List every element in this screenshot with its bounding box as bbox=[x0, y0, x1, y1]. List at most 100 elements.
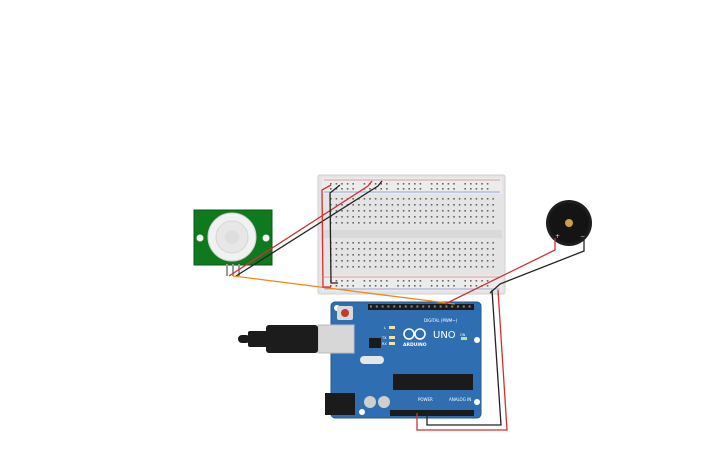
breadboard-hole bbox=[436, 183, 438, 185]
breadboard-hole bbox=[358, 260, 360, 262]
breadboard-hole bbox=[464, 280, 466, 282]
breadboard-hole bbox=[447, 260, 450, 262]
tx-label: TX bbox=[381, 336, 387, 340]
breadboard-hole bbox=[419, 285, 422, 287]
breadboard-hole bbox=[363, 198, 366, 200]
breadboard-hole bbox=[346, 216, 349, 218]
breadboard-hole bbox=[335, 254, 338, 256]
breadboard-hole bbox=[430, 198, 433, 200]
header-pin bbox=[404, 305, 407, 308]
breadboard-hole bbox=[374, 266, 377, 268]
breadboard-hole bbox=[453, 198, 455, 200]
breadboard-hole bbox=[414, 222, 416, 224]
breadboard-hole bbox=[341, 188, 343, 190]
breadboard-hole bbox=[352, 204, 354, 206]
breadboard[interactable] bbox=[317, 174, 506, 295]
breadboard-hole bbox=[453, 210, 455, 212]
breadboard-hole bbox=[475, 266, 478, 268]
breadboard-hole bbox=[391, 210, 394, 212]
breadboard-hole bbox=[369, 216, 371, 218]
breadboard-hole bbox=[475, 285, 478, 287]
breadboard-hole bbox=[436, 285, 438, 287]
breadboard-hole bbox=[330, 285, 332, 287]
breadboard-hole bbox=[402, 216, 405, 218]
usb-cable[interactable] bbox=[238, 325, 318, 353]
breadboard-hole bbox=[492, 222, 494, 224]
breadboard-hole bbox=[386, 188, 388, 190]
breadboard-hole bbox=[352, 266, 354, 268]
breadboard-hole bbox=[374, 242, 377, 244]
breadboard-hole bbox=[402, 248, 405, 250]
breadboard-hole bbox=[374, 248, 377, 250]
breadboard-hole bbox=[425, 204, 427, 206]
arduino-uno[interactable]: UNO ARDUINO DIGITAL (PWM~) POWER ANALOG … bbox=[317, 301, 482, 419]
breadboard-hole bbox=[458, 248, 461, 250]
breadboard-hole bbox=[341, 210, 343, 212]
breadboard-hole bbox=[391, 242, 394, 244]
breadboard-hole bbox=[436, 254, 438, 256]
breadboard-hole bbox=[486, 242, 489, 244]
breadboard-hole bbox=[419, 210, 422, 212]
breadboard-hole bbox=[330, 204, 332, 206]
breadboard-hole bbox=[492, 198, 494, 200]
breadboard-hole bbox=[341, 198, 343, 200]
breadboard-hole bbox=[391, 204, 394, 206]
breadboard-hole bbox=[458, 242, 461, 244]
breadboard-hole bbox=[453, 222, 455, 224]
breadboard-hole bbox=[414, 216, 416, 218]
breadboard-hole bbox=[419, 216, 422, 218]
breadboard-hole bbox=[369, 188, 371, 190]
breadboard-hole bbox=[341, 204, 343, 206]
breadboard-hole bbox=[414, 248, 416, 250]
breadboard-hole bbox=[475, 260, 478, 262]
breadboard-hole bbox=[464, 204, 466, 206]
breadboard-hole bbox=[442, 204, 444, 206]
breadboard-hole bbox=[386, 183, 388, 185]
breadboard-hole bbox=[481, 204, 483, 206]
breadboard-hole bbox=[430, 260, 433, 262]
breadboard-hole bbox=[352, 242, 354, 244]
wire-arduino-5v bbox=[416, 289, 508, 431]
breadboard-hole bbox=[464, 216, 466, 218]
breadboard-hole bbox=[369, 285, 371, 287]
breadboard-hole bbox=[419, 248, 422, 250]
breadboard-hole bbox=[481, 210, 483, 212]
header-pin bbox=[451, 305, 454, 308]
breadboard-hole bbox=[481, 266, 483, 268]
breadboard-hole bbox=[436, 204, 438, 206]
breadboard-hole bbox=[470, 216, 472, 218]
breadboard-hole bbox=[486, 204, 489, 206]
buzzer[interactable]: + − bbox=[546, 200, 592, 246]
wires bbox=[228, 180, 585, 431]
breadboard-hole bbox=[369, 198, 371, 200]
breadboard-hole bbox=[475, 280, 478, 282]
power-label: POWER bbox=[418, 397, 433, 402]
breadboard-hole bbox=[430, 254, 433, 256]
analog-label: ANALOG IN bbox=[449, 397, 471, 402]
breadboard-hole bbox=[481, 183, 483, 185]
breadboard-hole bbox=[414, 210, 416, 212]
breadboard-hole bbox=[481, 216, 483, 218]
breadboard-hole bbox=[341, 248, 343, 250]
breadboard-hole bbox=[408, 222, 410, 224]
pir-sensor[interactable] bbox=[193, 209, 273, 276]
breadboard-hole bbox=[346, 285, 349, 287]
breadboard-hole bbox=[380, 198, 382, 200]
breadboard-hole bbox=[470, 210, 472, 212]
breadboard-hole bbox=[442, 254, 444, 256]
breadboard-hole bbox=[481, 260, 483, 262]
breadboard-hole bbox=[425, 198, 427, 200]
breadboard-hole bbox=[436, 188, 438, 190]
breadboard-hole bbox=[352, 210, 354, 212]
breadboard-hole bbox=[380, 285, 382, 287]
breadboard-hole bbox=[492, 210, 494, 212]
breadboard-hole bbox=[391, 216, 394, 218]
breadboard-hole bbox=[363, 280, 366, 282]
breadboard-hole bbox=[486, 280, 489, 282]
breadboard-hole bbox=[330, 188, 332, 190]
breadboard-hole bbox=[447, 204, 450, 206]
breadboard-hole bbox=[436, 242, 438, 244]
breadboard-hole bbox=[402, 204, 405, 206]
breadboard-hole bbox=[475, 242, 478, 244]
breadboard-hole bbox=[374, 222, 377, 224]
